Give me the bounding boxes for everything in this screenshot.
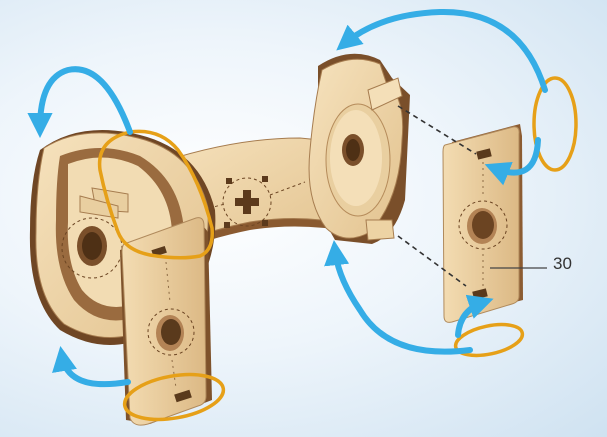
rubber-band-icon bbox=[534, 78, 576, 170]
rotation-arrow-icon bbox=[40, 69, 130, 132]
separate-side-plate bbox=[443, 124, 523, 322]
insert-arrow-icon bbox=[62, 356, 128, 384]
rubber-band-icon bbox=[453, 319, 525, 361]
right-ring-holder bbox=[309, 54, 410, 244]
part-number-label: 30 bbox=[553, 254, 572, 274]
